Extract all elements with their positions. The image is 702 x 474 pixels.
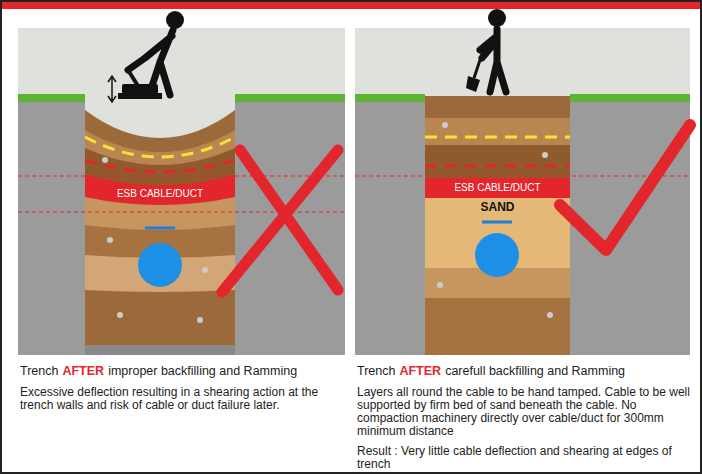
- operator-with-rammer: [108, 11, 184, 102]
- panel-ground: [18, 28, 345, 355]
- caption-body: Layers all round the cable to be hand ta…: [357, 386, 691, 438]
- band-label: ESB CABLE/DUCT: [454, 182, 540, 194]
- grass: [18, 94, 85, 102]
- caption-heading: Trench AFTER carefull backfilling and Ramm…: [357, 364, 625, 378]
- caption-word: AFTER: [399, 364, 441, 378]
- result-note: Result : Very little cable deflection an…: [357, 445, 691, 471]
- grass: [355, 94, 425, 102]
- pipe: [138, 243, 182, 287]
- panel-ground: [355, 28, 690, 355]
- pipe: [475, 233, 519, 277]
- caption-body: Excessive deflection resulting in a shea…: [20, 386, 342, 412]
- cable-band: ESB CABLE/DUCT: [425, 178, 570, 198]
- caption-word: AFTER: [62, 364, 104, 378]
- marker-tape: [482, 221, 512, 224]
- trench-wall: [355, 100, 425, 355]
- wrong-cross: [222, 150, 338, 292]
- trench-floor: [85, 345, 235, 355]
- sand-label: SAND: [470, 201, 525, 214]
- correct-tick: [560, 125, 690, 250]
- caption-word: Trench: [20, 364, 58, 378]
- grass: [235, 94, 345, 102]
- caption-word: carefull backfilling and Ramming: [445, 364, 625, 378]
- grass: [570, 94, 690, 102]
- marker-tape: [145, 227, 175, 230]
- band-label: ESB CABLE/DUCT: [117, 188, 203, 200]
- limit-line: [18, 176, 345, 177]
- limit-line: [18, 212, 345, 213]
- soil-layers: [425, 96, 570, 355]
- caption-heading: Trench AFTER improper backfilling and Ramm…: [20, 364, 297, 378]
- trench-wall: [18, 100, 85, 355]
- caption-word: Trench: [357, 364, 395, 378]
- cable-band: ESB CABLE/DUCT: [95, 186, 225, 202]
- limit-line: [355, 176, 690, 177]
- soil-layers: [85, 110, 235, 345]
- operator-with-shovel: [466, 9, 506, 92]
- caption-word: improper backfilling and Ramming: [108, 364, 297, 378]
